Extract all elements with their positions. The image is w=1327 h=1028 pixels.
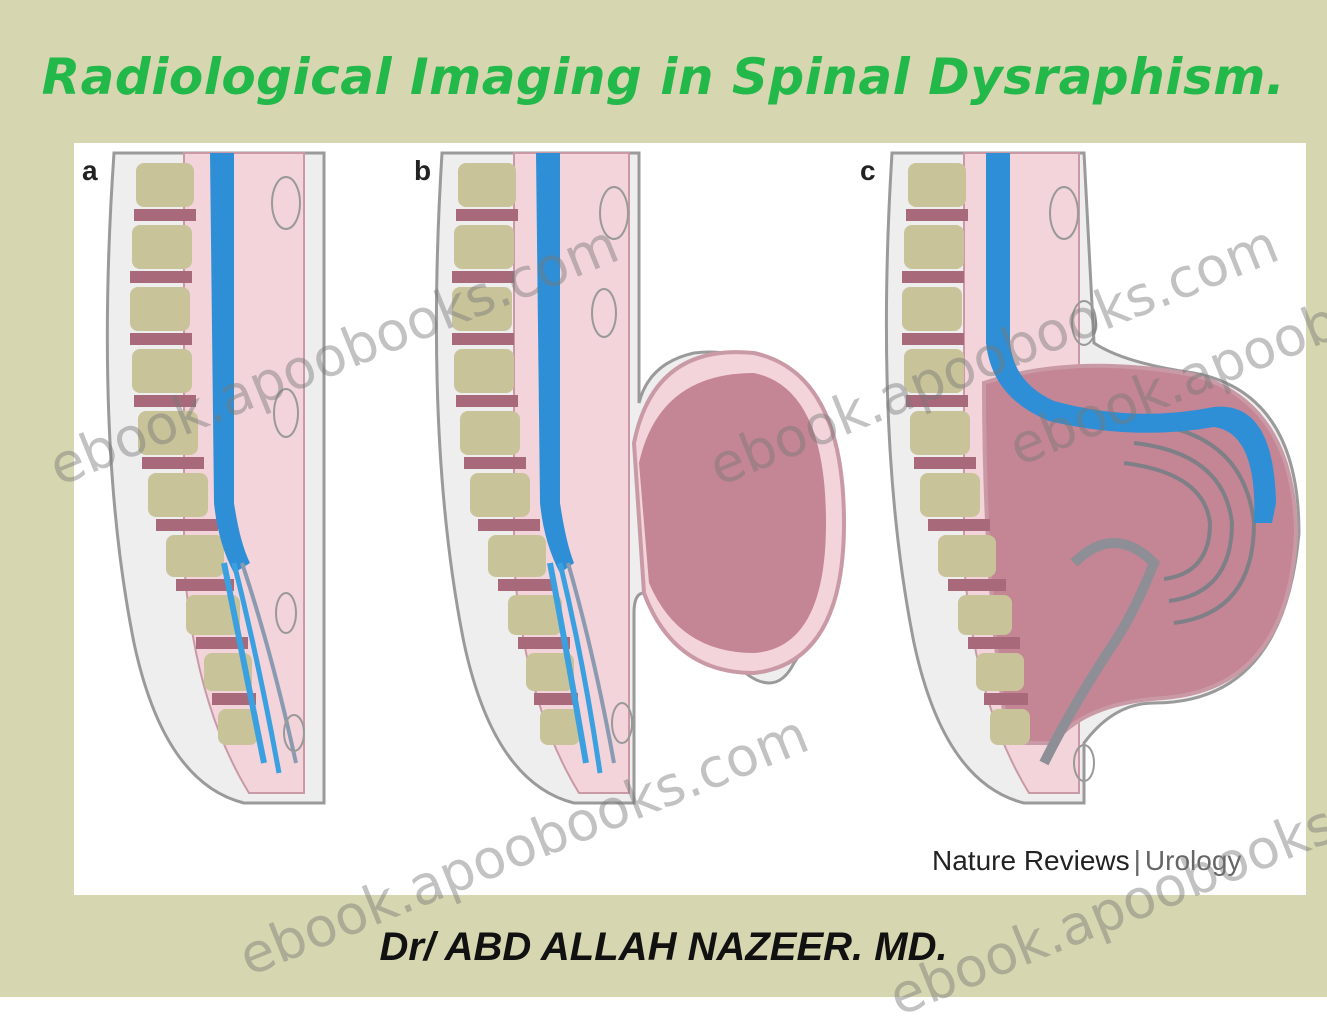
panel-a-illustration (107, 153, 324, 803)
panel-label-c: c (860, 155, 876, 187)
credit-journal-family: Nature Reviews (932, 845, 1130, 876)
panel-label-b: b (414, 155, 431, 187)
panel-label-a: a (82, 155, 98, 187)
slide: Radiological Imaging in Spinal Dysraphis… (0, 0, 1327, 997)
slide-title: Radiological Imaging in Spinal Dysraphis… (0, 48, 1327, 106)
